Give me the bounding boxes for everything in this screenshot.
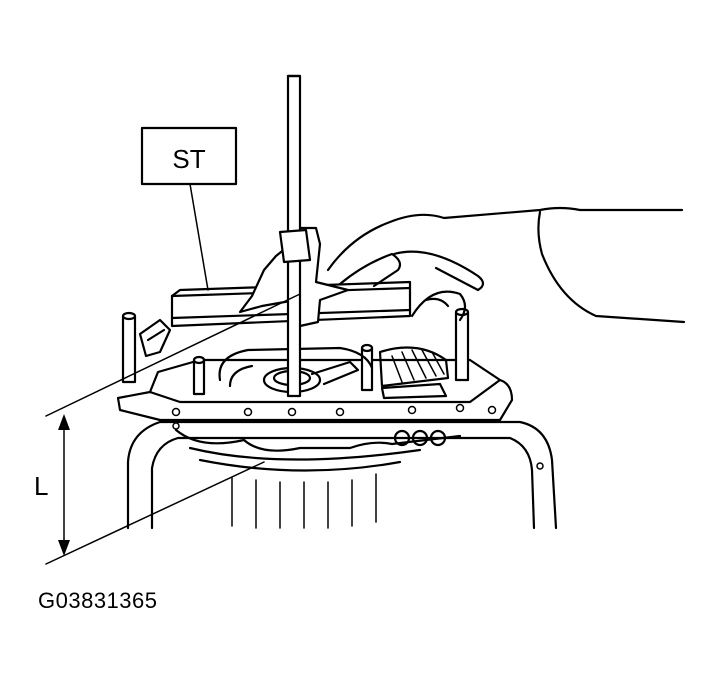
callout-label: ST	[172, 144, 205, 174]
transmission-case	[126, 420, 558, 530]
extension-line-upper	[45, 293, 301, 417]
case-flange	[116, 358, 544, 470]
technician-hand	[326, 206, 686, 324]
arrow-down-icon	[58, 540, 70, 556]
arrow-up-icon	[58, 414, 70, 430]
extension-line-lower	[45, 461, 265, 565]
tool-callout: ST	[140, 126, 238, 291]
callout-box	[140, 126, 238, 186]
special-service-tool	[170, 74, 412, 398]
dimension-indicator: L	[34, 293, 301, 565]
leader-line	[189, 183, 209, 291]
dimension-label: L	[34, 471, 48, 501]
figure-code: G03831365	[38, 588, 158, 613]
guide-studs	[121, 307, 470, 396]
